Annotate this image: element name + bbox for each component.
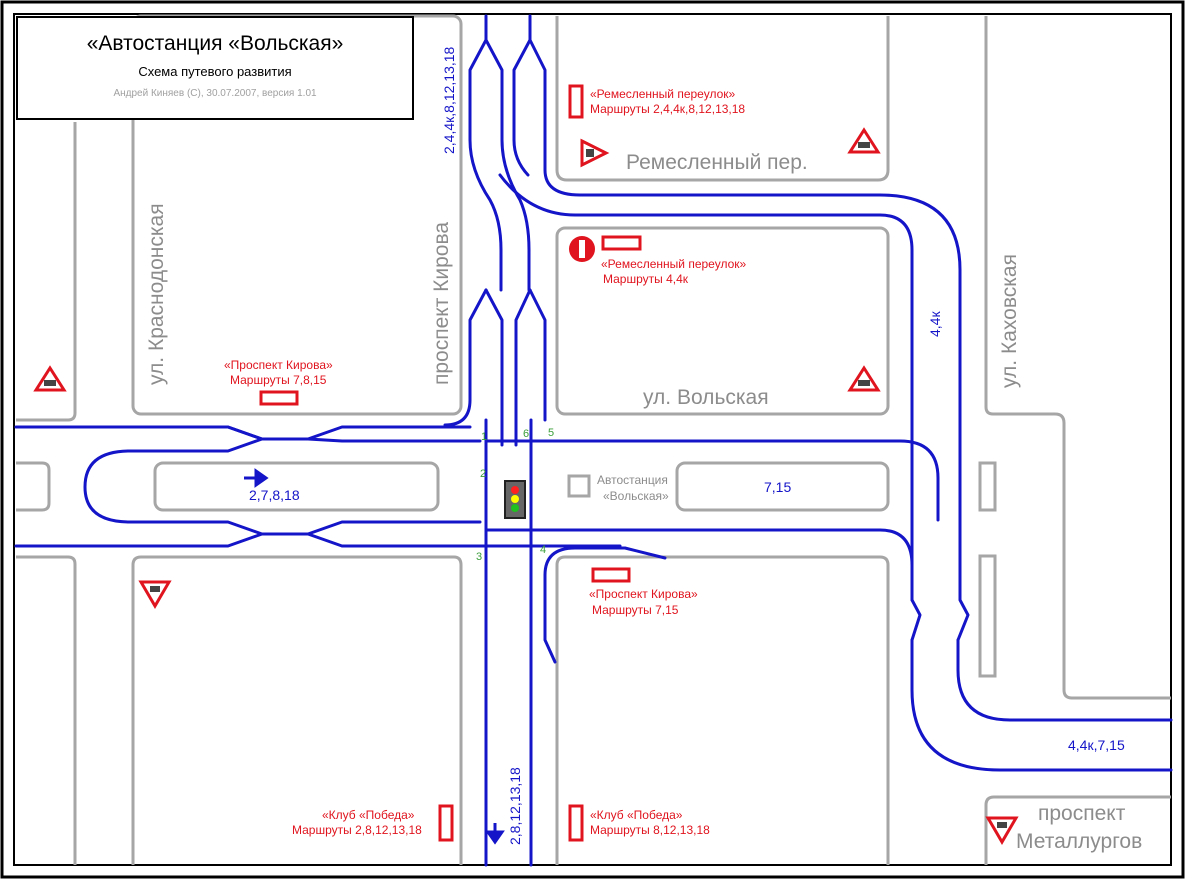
- lane-number-1: 1: [481, 431, 487, 443]
- arrow-down-icon: [485, 823, 505, 845]
- map-subtitle: Схема путевого развития: [138, 64, 292, 79]
- route-upper-split: [226, 425, 264, 441]
- route-east-upper: [484, 439, 940, 522]
- route-east-exit-1: [910, 638, 1173, 772]
- block-se: [555, 555, 890, 865]
- route-kirova-split-e: [514, 288, 532, 447]
- route-label-station-island: 7,15: [764, 479, 791, 495]
- stop-box-kirova-west: [259, 390, 299, 406]
- traffic-light-icon: [504, 480, 526, 519]
- route-north-up2: [528, 38, 970, 642]
- block-nw-left: [16, 122, 77, 422]
- route-label-loop: 2,7,8,18: [249, 487, 300, 503]
- route-east-exit-2: [956, 638, 1173, 722]
- map-author: Андрей Киняев (С), 30.07.2007, версия 1.…: [113, 88, 317, 99]
- stop-name-kirova-west: «Проспект Кирова»: [224, 358, 333, 372]
- block-median-2: [978, 554, 997, 678]
- stop-name-pobeda-east: «Клуб «Победа»: [590, 808, 683, 822]
- stop-box-remeslenny-2: [601, 235, 642, 251]
- warning-triangle-icon: [847, 127, 881, 154]
- stop-routes-kirova-west: Маршруты 7,8,15: [230, 373, 327, 387]
- route-kirova-east-stop: [543, 546, 667, 664]
- route-north-up: [512, 14, 532, 177]
- block-sw-left: [16, 555, 77, 865]
- street-krasnodonskaya: ул. Краснодонская: [145, 203, 168, 385]
- bus-routes: [14, 14, 1173, 867]
- route-kirova-split-w: [443, 288, 488, 427]
- route-label-east-exit: 4,4к,7,15: [1068, 737, 1125, 753]
- yield-sign-icon: [985, 816, 1019, 845]
- street-kirova: проспект Кирова: [430, 222, 453, 385]
- street-metallurgov-2: Металлургов: [1016, 830, 1142, 853]
- arrow-right-icon: [244, 468, 269, 488]
- route-north-down: [468, 14, 503, 292]
- street-volskaya: ул. Вольская: [643, 386, 769, 409]
- lane-number-5: 5: [548, 427, 554, 439]
- route-kirova-split-w2: [484, 288, 504, 447]
- road-signs: [33, 127, 1019, 845]
- lane-number-3: 3: [476, 551, 482, 563]
- block-center-east: [555, 226, 890, 416]
- bus-stop-boxes: [259, 84, 642, 842]
- title-box: «Автостанция «Вольская» Схема путевого р…: [16, 16, 414, 120]
- route-east-station: [484, 528, 914, 602]
- route-west-lower: [14, 532, 488, 548]
- station-marker: [567, 474, 591, 498]
- stop-box-pobeda-east: [568, 804, 584, 842]
- route-west-upper: [14, 425, 472, 441]
- route-north-split: [484, 38, 531, 292]
- station-name-line1: Автостанция: [597, 473, 668, 487]
- lane-number-2: 2: [480, 468, 486, 480]
- block-north-center: [555, 16, 890, 182]
- route-label-east-vertical: 4,4к: [927, 311, 943, 337]
- stop-name-remeslenny-2: «Ремесленный переулок»: [601, 257, 747, 271]
- route-kirova-split-e2: [528, 288, 547, 422]
- stop-routes-remeslenny-2: Маршруты 4,4к: [603, 272, 689, 286]
- block-ne: [984, 16, 1171, 700]
- block-station-island: [675, 461, 890, 512]
- lane-number-4: 4: [540, 544, 546, 556]
- warning-triangle-icon: [33, 365, 67, 392]
- direction-arrows: [244, 468, 505, 845]
- yield-sign-icon: [138, 580, 172, 609]
- route-label-north: 2,4,4к,8,12,13,18: [441, 46, 457, 154]
- block-west-island-stub: [16, 461, 51, 512]
- route-loop: [83, 437, 482, 536]
- street-kakhovskaya: ул. Каховская: [998, 254, 1021, 388]
- stop-name-pobeda-west: «Клуб «Победа»: [322, 808, 415, 822]
- block-sw: [131, 555, 463, 865]
- stop-routes-remeslenny-1: Маршруты 2,4,4к,8,12,13,18: [590, 102, 745, 116]
- block-loop-island: [153, 461, 440, 512]
- street-metallurgov-1: проспект: [1038, 802, 1126, 825]
- block-median-1: [978, 461, 997, 512]
- block-se-corner: [984, 795, 1171, 865]
- route-remesl-turn: [498, 173, 922, 642]
- stop-name-kirova-east: «Проспект Кирова»: [589, 587, 698, 601]
- map-title: «Автостанция «Вольская»: [86, 32, 344, 55]
- stop-box-remeslenny-1: [568, 84, 584, 119]
- map-inner-frame: [13, 13, 1172, 866]
- stop-routes-pobeda-east: Маршруты 8,12,13,18: [590, 823, 710, 837]
- station-name-line2: «Вольская»: [603, 489, 669, 503]
- stop-name-remeslenny-1: «Ремесленный переулок»: [590, 87, 736, 101]
- warning-triangle-icon: [847, 365, 881, 392]
- lane-number-6: 6: [523, 428, 529, 440]
- stop-routes-kirova-east: Маршруты 7,15: [592, 603, 679, 617]
- stop-box-pobeda-west: [438, 804, 454, 842]
- route-label-south: 2,8,12,13,18: [507, 767, 523, 845]
- street-remeslenny: Ремесленный пер.: [626, 151, 808, 174]
- stop-routes-pobeda-west: Маршруты 2,8,12,13,18: [292, 823, 422, 837]
- stop-box-kirova-east: [591, 567, 631, 583]
